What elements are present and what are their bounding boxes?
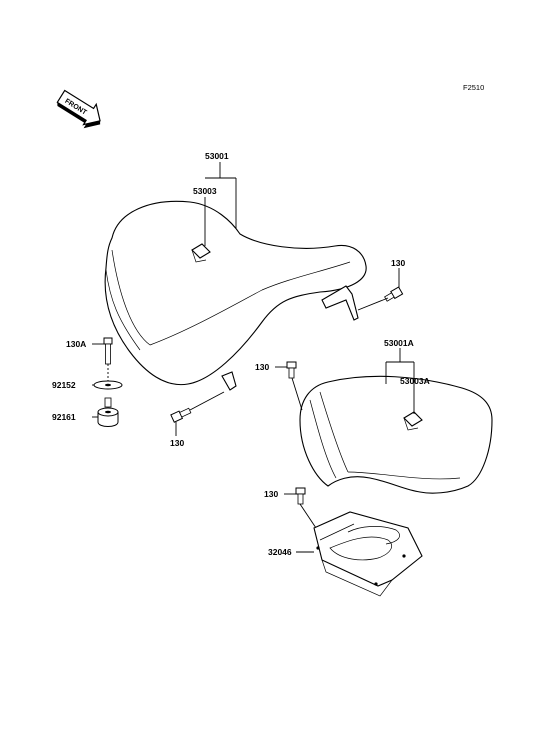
label-130-front: 130 (170, 438, 184, 448)
label-53001a: 53001A (384, 338, 414, 348)
label-130-rear-upper: 130 (255, 362, 269, 372)
figure-code: F2510 (463, 83, 484, 92)
bolt-130-rear (384, 286, 404, 302)
label-53001: 53001 (205, 151, 229, 161)
damper-92161 (97, 397, 119, 427)
label-92152: 92152 (52, 380, 76, 390)
front-arrow-icon: FRONT (56, 89, 101, 129)
label-130a: 130A (66, 339, 86, 349)
label-53003a: 53003A (400, 376, 430, 386)
bolt-130-front (170, 407, 192, 423)
plate-32046 (313, 511, 423, 597)
label-130-rear: 130 (391, 258, 405, 268)
main-seat (104, 200, 367, 391)
collar-92152 (93, 380, 123, 390)
label-130-rear-lower: 130 (264, 489, 278, 499)
rear-seat (299, 375, 493, 494)
label-32046: 32046 (268, 547, 292, 557)
bolt-130-rear-upper (286, 361, 297, 379)
label-92161: 92161 (52, 412, 76, 422)
label-53003: 53003 (193, 186, 217, 196)
bolt-130-rear-lower (295, 487, 306, 505)
bolt-130a (103, 337, 113, 365)
